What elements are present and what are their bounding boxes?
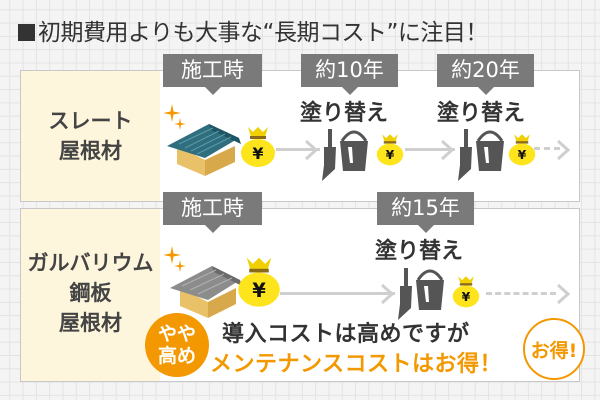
repaint-label: 塗り替え: [375, 239, 464, 264]
arrow-right-icon: [380, 283, 394, 305]
material-line: 屋根材: [59, 311, 122, 335]
tag-20-years: 約20年: [437, 54, 534, 95]
paint-bucket-brush-icon: [458, 129, 504, 181]
svg-text:¥: ¥: [252, 144, 263, 163]
deal-badge: お得!: [523, 318, 585, 380]
square-bullet-icon: [18, 24, 35, 41]
svg-text:¥: ¥: [386, 147, 395, 162]
tag-construction: 施工時: [163, 192, 262, 233]
tag-10-years: 約10年: [301, 54, 398, 95]
sparkle-icon: [163, 246, 186, 272]
galvalume-material-label: ガルバリウム鋼板屋根材: [21, 209, 160, 381]
material-line: スレート: [48, 109, 133, 133]
timeline-line: [276, 148, 320, 151]
tag-construction: 施工時: [163, 54, 262, 95]
slate-material-label: スレート屋根材: [21, 71, 160, 201]
material-line: 鋼板: [69, 281, 112, 305]
page-title: 初期費用よりも大事な“長期コスト”に注目！: [18, 13, 488, 47]
tag-15-years: 約15年: [377, 192, 474, 233]
message-line-2: メンテナンスコストはお得！: [210, 352, 503, 377]
paint-bucket-brush-icon: [322, 129, 368, 181]
arrow-right-icon: [440, 139, 454, 161]
money-bag-yen-icon: ¥: [238, 257, 280, 307]
arrow-right-icon: [556, 283, 570, 305]
paint-bucket-brush-icon: [398, 268, 444, 320]
svg-text:¥: ¥: [518, 147, 527, 162]
svg-text:¥: ¥: [462, 289, 471, 304]
badge-line: 高め: [157, 345, 196, 367]
repaint-label: 塗り替え: [300, 101, 389, 126]
sparkle-icon: [163, 104, 186, 130]
title-text: 初期費用よりも大事な“長期コスト”に注目！: [38, 20, 488, 46]
timeline-line: [405, 148, 455, 151]
galvalume-row-panel: ガルバリウム鋼板屋根材: [20, 208, 580, 382]
money-bag-yen-icon: ¥: [376, 134, 404, 166]
material-line: ガルバリウム: [27, 251, 154, 275]
arrow-right-icon: [304, 139, 318, 161]
money-bag-yen-icon: ¥: [241, 127, 275, 167]
money-bag-yen-icon: ¥: [452, 276, 480, 308]
timeline-dashed-line: [534, 147, 560, 150]
svg-text:¥: ¥: [252, 279, 266, 302]
house-slate-roof-icon: [167, 124, 241, 176]
timeline-line: [280, 292, 395, 295]
house-galvalume-roof-icon: [170, 266, 242, 318]
slightly-high-badge: やや高め: [145, 313, 209, 377]
deal-badge-text: お得!: [530, 339, 578, 362]
material-line: 屋根材: [59, 139, 122, 163]
arrow-right-icon: [556, 139, 570, 161]
timeline-dashed-line: [486, 292, 556, 295]
repaint-label: 塗り替え: [437, 101, 526, 126]
message-line-1: 導入コストは高めですが: [222, 322, 470, 347]
badge-line: やや: [157, 323, 196, 345]
money-bag-yen-icon: ¥: [508, 134, 536, 166]
